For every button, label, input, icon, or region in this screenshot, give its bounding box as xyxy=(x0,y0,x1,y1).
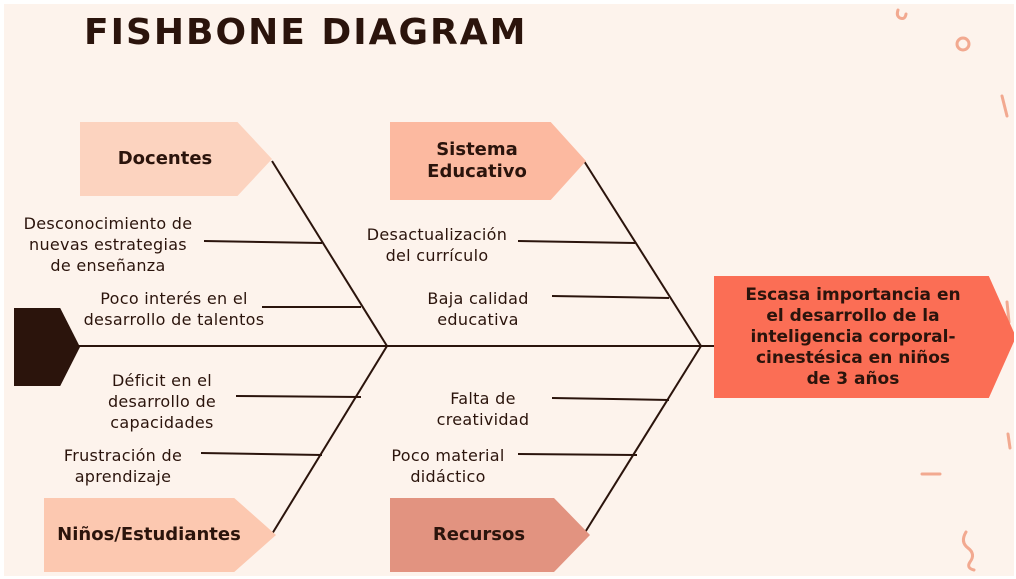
sub-bone-docentes-1 xyxy=(203,240,323,244)
sub-bone-sistema-1 xyxy=(517,240,636,244)
sub-bone-sistema-2 xyxy=(551,295,670,299)
diagram-canvas: FISHBONE DIAGRAM Docentes Sistema Educat… xyxy=(4,4,1014,576)
cause-desactualizacion-curriculo: Desactualización del currículo xyxy=(366,225,508,265)
bone-sistema xyxy=(583,160,702,347)
cause-desconocimiento-estrategias: Desconocimiento de nuevas estrategias de… xyxy=(23,214,193,275)
sub-bone-recursos-1 xyxy=(551,397,670,401)
cause-falta-creatividad: Falta de creatividad xyxy=(436,389,530,429)
fishbone-lines xyxy=(70,160,714,535)
bone-recursos xyxy=(583,345,702,535)
sub-bone-ninos-2 xyxy=(200,452,323,456)
sub-bone-recursos-2 xyxy=(517,453,638,456)
bone-ninos xyxy=(271,345,388,535)
cause-poco-material-didactico: Poco material didáctico xyxy=(391,446,505,486)
category-ninos-estudiantes: Niños/Estudiantes xyxy=(44,498,276,572)
category-sistema-educativo: Sistema Educativo xyxy=(390,122,586,200)
category-recursos: Recursos xyxy=(390,498,590,572)
decorative-squiggles xyxy=(895,8,1012,572)
cause-frustracion-aprendizaje: Frustración de aprendizaje xyxy=(63,446,183,486)
cause-baja-calidad-educativa: Baja calidad educativa xyxy=(427,289,529,329)
category-docentes: Docentes xyxy=(80,122,272,196)
cause-poco-interes-talentos: Poco interés en el desarrollo de talento… xyxy=(83,289,265,329)
sub-bone-ninos-1 xyxy=(235,395,362,398)
page-title: FISHBONE DIAGRAM xyxy=(84,12,528,53)
cause-deficit-capacidades: Déficit en el desarrollo de capacidades xyxy=(107,371,217,432)
bone-docentes xyxy=(271,160,388,347)
effect-problem-statement: Escasa importancia en el desarrollo de l… xyxy=(714,276,1014,398)
